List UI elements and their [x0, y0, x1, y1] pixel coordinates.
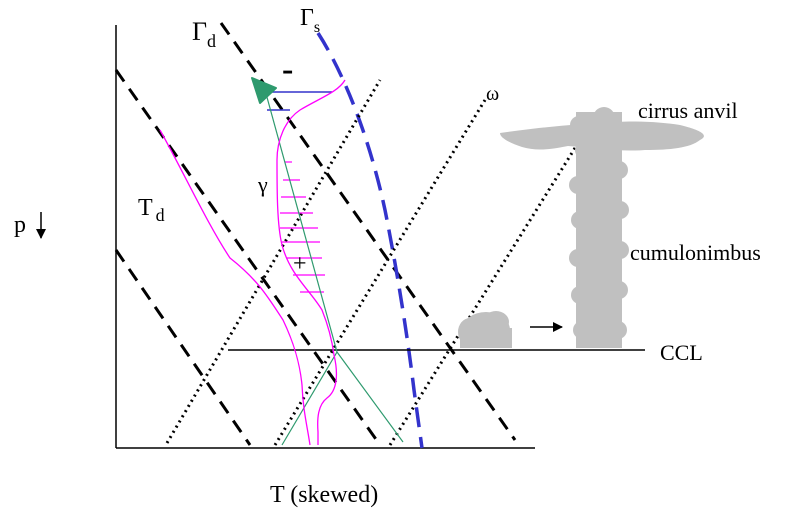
parcel-path [264, 89, 404, 446]
cumulonimbus-cloud [500, 107, 704, 348]
dry-adiabat-line [114, 69, 382, 446]
dry-adiabats [114, 22, 517, 446]
p-label: p [14, 212, 26, 238]
dewpoint-line [159, 129, 311, 446]
ccl-label: CCL [660, 340, 703, 365]
omega-label: ω [486, 83, 499, 105]
parcel-arrow-head [251, 77, 277, 104]
environment-temperature-line [276, 79, 346, 445]
dry-adiabat-line [219, 22, 517, 441]
gamma-d-label: Γd [192, 17, 216, 51]
gamma-s-label: Γs [300, 5, 320, 36]
cirrus-anvil-label: cirrus anvil [638, 98, 738, 123]
mixing-ratio-line [273, 99, 487, 446]
mixing-ratio-line [388, 139, 582, 446]
negative-area-hatching [262, 91, 332, 111]
cumulus-cloud [458, 311, 512, 348]
mixing-ratio-line [165, 79, 382, 444]
cumulonimbus-label: cumulonimbus [630, 240, 761, 265]
dry-adiabat-line [114, 249, 252, 446]
positive-area-sign: + [293, 251, 307, 277]
mixing-ratio-lines [165, 79, 582, 446]
negative-area-sign: - [282, 51, 293, 88]
positive-area-hatching [280, 161, 325, 293]
gamma-label: γ [257, 172, 268, 197]
x-axis-label: T (skewed) [270, 482, 378, 508]
